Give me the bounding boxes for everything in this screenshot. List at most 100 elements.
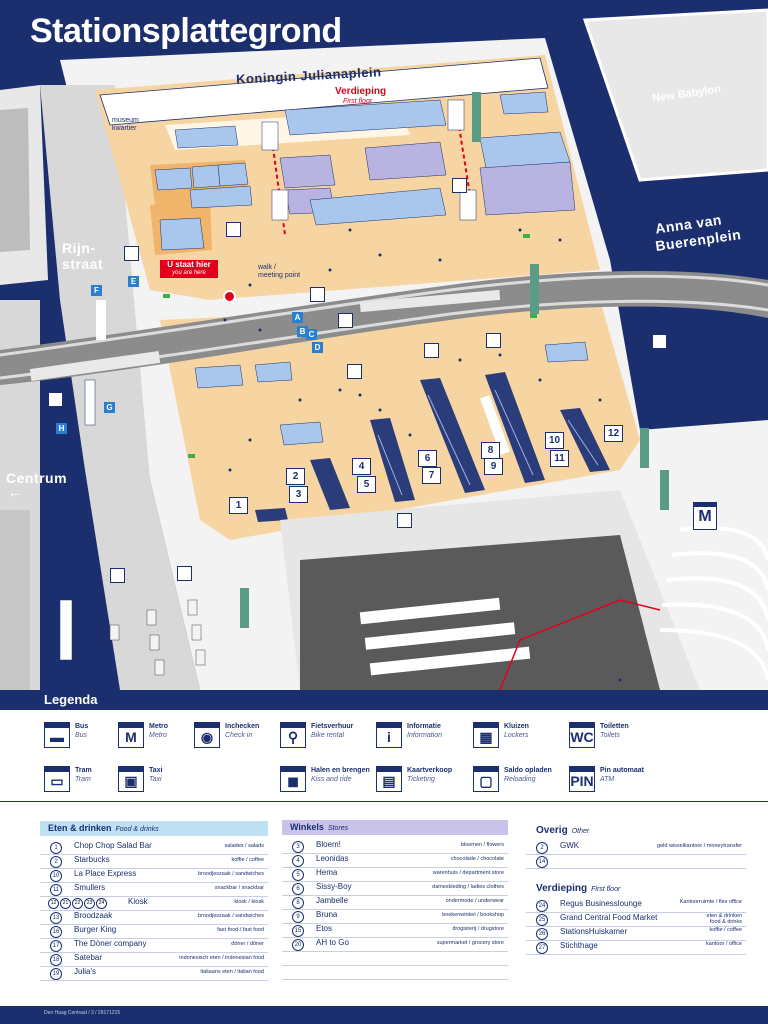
winkels-row <box>282 952 508 966</box>
overig-title-en: Other <box>571 828 590 835</box>
legend-label-en: Ticketing <box>407 776 435 783</box>
list-name: Bloem! <box>316 840 341 849</box>
kiss-and-ride-icon <box>110 568 125 583</box>
legend-label-en: Toilets <box>600 732 620 739</box>
legend-icon: ⚲ <box>280 722 306 748</box>
verdieping-title-en: First floor <box>591 886 621 893</box>
list-number-icon: 4 <box>292 855 304 867</box>
list-desc: eten & drinken food & drinks <box>706 913 742 925</box>
list-name: La Place Express <box>74 869 137 878</box>
legend-divider <box>0 801 768 802</box>
winkels-row <box>282 966 508 980</box>
walk-label: walk / <box>258 264 276 271</box>
list-desc: kantoor / office <box>706 941 742 947</box>
list-number-icon: 19 <box>50 968 62 980</box>
bus-icon <box>48 392 63 407</box>
list-desc: koffie / coffee <box>709 927 742 933</box>
legend-label-en: Check in <box>225 732 253 739</box>
legend-icon: ▭ <box>44 766 70 792</box>
list-name: Smullers <box>74 883 106 892</box>
list-number-icon: 18 <box>50 954 62 966</box>
metro-icon: M <box>698 508 712 525</box>
museum-label: museum <box>112 117 139 124</box>
platform-12: 12 <box>604 425 623 442</box>
stop-f: F <box>91 285 102 296</box>
list-name: AH to Go <box>316 938 349 947</box>
legend-label-en: Kiss and ride <box>311 776 352 783</box>
bike-rental-icon <box>310 287 325 302</box>
legend-label: Kaartverkoop <box>407 767 453 774</box>
list-number-icon: 24 <box>96 898 107 909</box>
list-number-icon: 5 <box>292 869 304 881</box>
list-name: Etos <box>316 924 333 933</box>
legend-icon: ▬ <box>44 722 70 748</box>
list-desc: koffie / coffee <box>231 857 264 863</box>
list-desc: dameskleding / ladies clothes <box>432 884 504 890</box>
list-number-icon: 16 <box>50 926 62 938</box>
metro-sign: M <box>693 502 717 530</box>
you-are-here-marker-icon <box>223 290 236 303</box>
list-name: Julia's <box>74 967 96 976</box>
station-map: Stationsplattegrond Koningin Julianaplei… <box>0 0 768 690</box>
list-name: Kiosk <box>128 897 148 906</box>
platform-9: 9 <box>484 458 503 475</box>
legend-icon: ▢ <box>473 766 499 792</box>
stop-a: A <box>292 312 303 323</box>
overig-row: 14 <box>526 855 746 869</box>
lockers-icon-3 <box>652 334 667 349</box>
legend-label: Toiletten <box>600 723 629 730</box>
platform-4: 4 <box>352 458 371 475</box>
list-desc: broodjeszaak / sandwiches <box>197 871 264 877</box>
list-name: The Döner company <box>74 939 147 948</box>
list-name: Bruna <box>316 910 338 919</box>
footer-text: Den Haag Centraal / 3 / 28171215 <box>44 1010 121 1016</box>
list-desc: broodjeszaak / sandwiches <box>197 913 264 919</box>
list-name: Regus Businesslounge <box>560 899 642 908</box>
list-number-icon: 20 <box>292 939 304 951</box>
info-icon-2 <box>347 364 362 379</box>
list-desc: kiosk / kiosk <box>234 899 264 905</box>
list-number-icon: 10 <box>50 870 62 882</box>
legend-label: Taxi <box>149 767 163 774</box>
list-number-icon: 8 <box>292 897 304 909</box>
list-name: Satebar <box>74 953 103 962</box>
page-title: Stationsplattegrond <box>30 12 342 50</box>
legend-icon: ▣ <box>118 766 144 792</box>
legend-header: Legenda <box>0 690 768 710</box>
list-name: Stichthage <box>560 941 598 950</box>
list-desc: fast food / fast food <box>217 927 264 933</box>
legend-label: Inchecken <box>225 723 260 730</box>
list-number-icon: 15 <box>292 925 304 937</box>
overig-title: Overig <box>536 825 568 836</box>
legend-icon: M <box>118 722 144 748</box>
list-number-icon: 1 <box>50 842 62 854</box>
list-desc: warenhuis / department store <box>432 870 504 876</box>
list-number-icon: 2 <box>536 842 548 854</box>
taxi-icon <box>177 566 192 581</box>
arrow-left-icon: ← <box>8 484 22 500</box>
list-desc: supermarket / grocery store <box>436 940 504 946</box>
list-number-icon: 17 <box>50 940 62 952</box>
platform-8: 8 <box>481 442 500 459</box>
platform-5: 5 <box>357 476 376 493</box>
list-number-icon: 6 <box>292 883 304 895</box>
legend-title: Legenda <box>44 692 98 707</box>
street-rijnstraat-2: straat <box>62 256 104 272</box>
list-name: StationsHuiskamer <box>560 927 628 936</box>
list-number-icon: 24 <box>536 900 548 912</box>
legend-icon: PIN <box>569 766 595 792</box>
lockers-icon-2 <box>486 333 501 348</box>
winkels-title: Winkels <box>290 822 324 832</box>
list-name: Broodzaak <box>74 911 113 920</box>
